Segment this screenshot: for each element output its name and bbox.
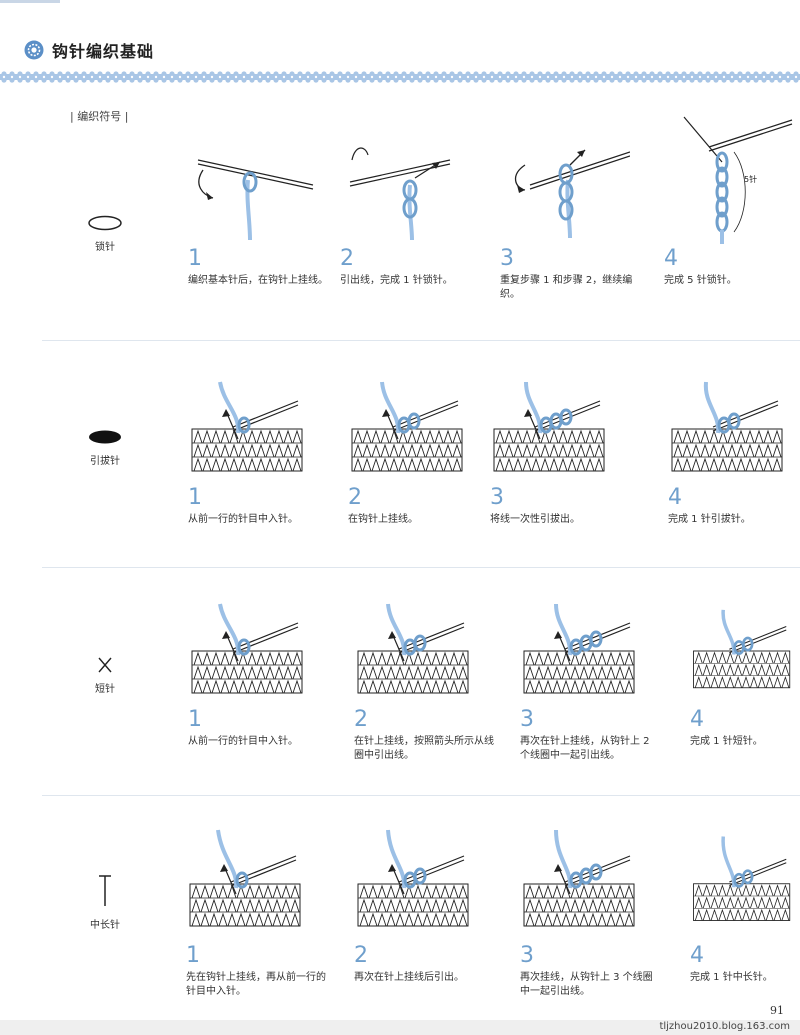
step-number: 1 <box>188 485 202 510</box>
crochet-illustration <box>693 836 791 921</box>
step-4: 5针 4 完成 5 针锁针。 <box>664 112 800 288</box>
step-number: 4 <box>664 246 678 271</box>
step-description: 在针上挂线，按照箭头所示从线圈中引出线。 <box>354 736 494 761</box>
step-description: 先在钩针上挂线，再从前一行的针目中入针。 <box>186 972 326 997</box>
stitch-count-label: 5针 <box>744 174 757 184</box>
ellipse-filled-icon <box>89 430 121 444</box>
symbol-slip: 引拔针 <box>80 428 130 467</box>
step-number: 2 <box>340 246 354 271</box>
step-number: 3 <box>520 707 534 732</box>
step-1: 1 编织基本针后，在钩针上挂线。 <box>188 140 338 288</box>
footer-bar: tljzhou2010.blog.163.com <box>0 1020 800 1035</box>
step-1: 1 从前一行的针目中入针。 <box>188 374 338 527</box>
page-number: 91 <box>770 1004 784 1017</box>
step-description: 完成 1 针引拔针。 <box>668 514 751 525</box>
crochet-illustration <box>357 603 469 694</box>
step-description: 完成 1 针中长针。 <box>690 972 773 983</box>
crochet-illustration: 5针 <box>683 116 793 244</box>
step-number: 3 <box>490 485 504 510</box>
step-number: 4 <box>668 485 682 510</box>
crochet-illustration <box>189 829 301 927</box>
cross-icon <box>98 657 112 673</box>
footer-watermark: tljzhou2010.blog.163.com <box>659 1021 790 1032</box>
symbol-name: 锁针 <box>95 242 115 253</box>
step-description: 将线一次性引拔出。 <box>490 514 580 525</box>
step-number: 2 <box>348 485 362 510</box>
step-description: 在钩针上挂线。 <box>348 514 418 525</box>
row-divider <box>42 340 800 341</box>
step-description: 从前一行的针目中入针。 <box>188 736 298 747</box>
row-divider <box>42 795 800 796</box>
step-description: 重复步骤 1 和步骤 2，继续编织。 <box>500 275 633 300</box>
top-edge-line <box>0 0 60 3</box>
crochet-illustration <box>493 381 605 472</box>
symbol-single-crochet: 短针 <box>80 656 130 695</box>
step-description: 再次在针上挂线后引出。 <box>354 972 464 983</box>
step-4: 4 完成 1 针引拔针。 <box>668 374 800 527</box>
symbol-name: 引拔针 <box>90 456 120 467</box>
step-4: 4 完成 1 针短针。 <box>690 596 800 749</box>
step-number: 3 <box>520 943 534 968</box>
step-description: 完成 1 针短针。 <box>690 736 763 747</box>
step-description: 编织基本针后，在钩针上挂线。 <box>188 275 328 286</box>
crochet-illustration <box>351 381 463 472</box>
crochet-illustration <box>191 381 303 472</box>
decorative-scallop-band <box>0 71 800 83</box>
row-divider <box>42 567 800 568</box>
crochet-illustration <box>693 609 791 689</box>
step-number: 2 <box>354 707 368 732</box>
page-title: 钩针编织基础 <box>52 42 155 61</box>
step-description: 引出线，完成 1 针锁针。 <box>340 275 453 286</box>
step-1: 1 先在钩针上挂线，再从前一行的针目中入针。 <box>186 822 336 999</box>
page-header: 钩针编织基础 <box>24 36 154 64</box>
crochet-illustration <box>523 603 635 694</box>
step-2: 2 在针上挂线，按照箭头所示从线圈中引出线。 <box>354 596 504 763</box>
step-description: 再次在针上挂线，从钩针上 2 个线圈中一起引出线。 <box>520 736 650 761</box>
step-2: 2 引出线，完成 1 针锁针。 <box>340 140 490 288</box>
step-3: 3 再次在针上挂线，从钩针上 2 个线圈中一起引出线。 <box>520 596 670 763</box>
step-number: 4 <box>690 943 704 968</box>
ellipse-outline-icon <box>88 215 122 231</box>
step-number: 3 <box>500 246 514 271</box>
crochet-illustration <box>197 159 314 241</box>
t-bar-icon <box>99 875 111 906</box>
crochet-illustration <box>191 603 303 694</box>
step-3: 3 重复步骤 1 和步骤 2，继续编织。 <box>500 140 650 302</box>
step-number: 2 <box>354 943 368 968</box>
symbol-chain: 锁针 <box>80 214 130 253</box>
step-description: 从前一行的针目中入针。 <box>188 514 298 525</box>
step-2: 2 再次在针上挂线后引出。 <box>354 822 504 985</box>
step-4: 4 完成 1 针中长针。 <box>690 822 800 985</box>
crochet-illustration <box>523 829 635 927</box>
step-3: 3 将线一次性引拔出。 <box>490 374 640 527</box>
crochet-illustration <box>514 149 630 239</box>
crochet-illustration <box>349 147 451 241</box>
gear-icon <box>24 40 44 60</box>
step-number: 1 <box>188 246 202 271</box>
crochet-illustration <box>357 829 469 927</box>
symbol-half-double: 中长针 <box>80 874 130 931</box>
step-description: 完成 5 针锁针。 <box>664 275 737 286</box>
step-description: 再次挂线，从钩针上 3 个线圈中一起引出线。 <box>520 972 653 997</box>
symbol-name: 中长针 <box>90 920 120 931</box>
step-number: 1 <box>186 943 200 968</box>
step-3: 3 再次挂线，从钩针上 3 个线圈中一起引出线。 <box>520 822 670 999</box>
step-1: 1 从前一行的针目中入针。 <box>188 596 338 749</box>
crochet-illustration <box>671 381 783 472</box>
step-number: 4 <box>690 707 704 732</box>
step-2: 2 在钩针上挂线。 <box>348 374 498 527</box>
symbol-name: 短针 <box>95 684 115 695</box>
step-number: 1 <box>188 707 202 732</box>
section-label: | 编织符号 | <box>70 110 129 123</box>
